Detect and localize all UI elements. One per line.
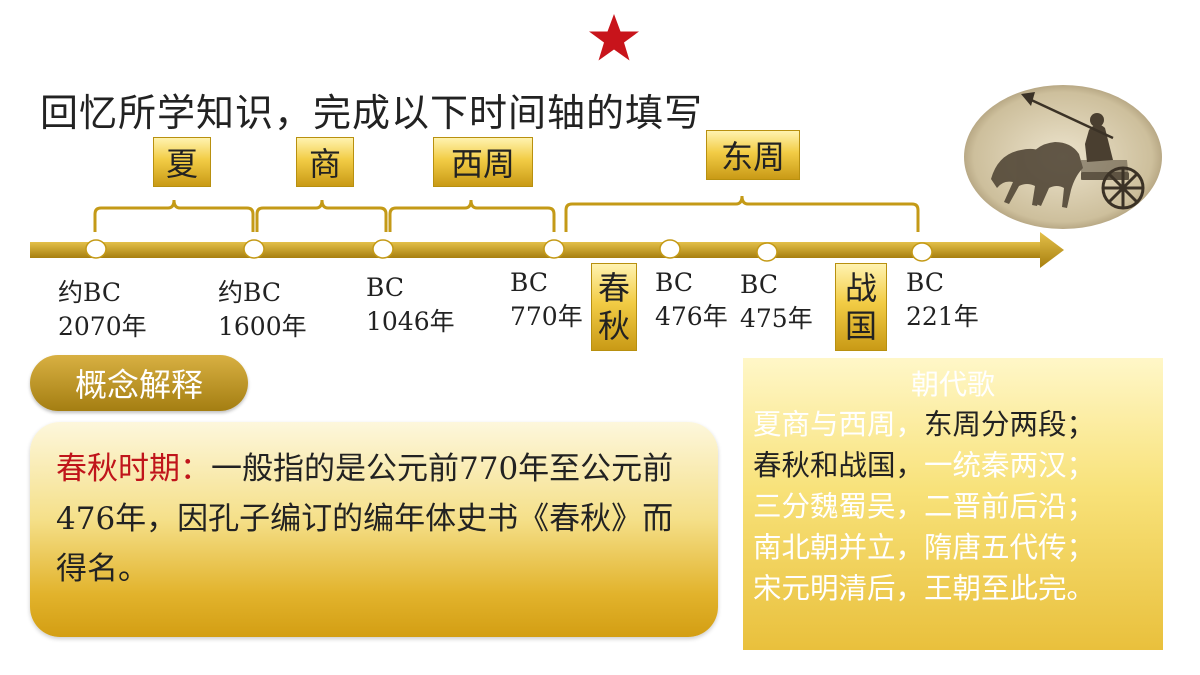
timeline-arrow-head (1040, 232, 1064, 268)
star-icon (589, 14, 639, 61)
dynasty-zhanguo: 战 国 (835, 263, 887, 351)
song-line: 三分魏蜀吴，二晋前后沿； (753, 486, 1163, 527)
song-line: 南北朝并立，隋唐五代传； (753, 527, 1163, 568)
dynasty-xia: 夏 (153, 137, 211, 187)
date-label-475: BC 475年 (740, 268, 813, 336)
concept-label: 概念解释 (30, 355, 248, 411)
date-line1: BC (655, 268, 693, 297)
date-line2: 1046年 (366, 307, 455, 336)
concept-card: 春秋时期：一般指的是公元前770年至公元前476年，因孔子编订的编年体史书《春秋… (30, 422, 718, 637)
date-line1: BC (740, 270, 778, 299)
song-line-part: 宋元明清后， (753, 572, 925, 605)
bracket-xia (93, 199, 255, 232)
dynasty-shang: 商 (296, 137, 354, 187)
chariot-illustration (964, 85, 1162, 229)
timeline-dot-221 (911, 242, 933, 262)
song-line: 春秋和战国，一统秦两汉； (753, 445, 1163, 486)
date-line2: 221年 (906, 302, 979, 331)
timeline-dot-2070 (85, 239, 107, 259)
date-label-770: BC 770年 (510, 266, 583, 334)
chunqiu-char-2: 秋 (597, 307, 630, 345)
concept-term: 春秋时期： (56, 451, 211, 487)
song-line-part: 王朝至此完。 (924, 572, 1096, 605)
dynasty-xizhou: 西周 (433, 137, 533, 187)
song-line: 夏商与西周，东周分两段； (753, 404, 1163, 445)
date-line2: 476年 (655, 302, 728, 331)
concept-text: 一般指的是公元前770年至公元前476年，因孔子编订的编年体史书《春秋》而得名。 (56, 451, 674, 587)
date-line2: 2070年 (58, 312, 147, 341)
zhanguo-char-1: 战 (844, 269, 877, 307)
timeline-dot-476 (659, 239, 681, 259)
date-line1: BC (906, 268, 944, 297)
song-line-part: 一统秦两汉； (924, 449, 1096, 482)
bracket-dongzhou (564, 195, 920, 232)
bracket-shang (255, 199, 388, 232)
song-title: 朝代歌 (910, 368, 995, 401)
song-line-part: 二晋前后沿； (924, 490, 1096, 523)
timeline-dot-770 (543, 239, 565, 259)
zhanguo-char-2: 国 (844, 307, 877, 345)
date-line2: 1600年 (218, 312, 307, 341)
song-line: 宋元明清后，王朝至此完。 (753, 568, 1163, 609)
song-line-part: 夏商与西周， (753, 408, 925, 441)
date-label-221: BC 221年 (906, 266, 979, 334)
date-line1: BC (366, 273, 404, 302)
date-line1: 约BC (218, 278, 281, 307)
song-line-part: 三分魏蜀吴， (753, 490, 925, 523)
timeline-axis (30, 242, 1045, 258)
timeline-dot-1600 (243, 239, 265, 259)
song-line-part: 东周分两段； (924, 408, 1096, 441)
date-label-476: BC 476年 (655, 266, 728, 334)
dynasty-chunqiu: 春 秋 (591, 263, 637, 351)
date-line2: 475年 (740, 304, 813, 333)
dynasty-song-card: 朝代歌 夏商与西周，东周分两段； 春秋和战国，一统秦两汉； 三分魏蜀吴，二晋前后… (743, 358, 1163, 650)
song-line-part: 南北朝并立， (753, 531, 925, 564)
date-line2: 770年 (510, 302, 583, 331)
timeline-dot-475 (756, 242, 778, 262)
dynasty-dongzhou: 东周 (706, 130, 800, 180)
song-line-part: 隋唐五代传； (924, 531, 1096, 564)
song-line-part: 春秋和战国， (753, 449, 925, 482)
date-label-2070: 约BC 2070年 (58, 276, 147, 344)
date-line1: 约BC (58, 278, 121, 307)
date-label-1600: 约BC 1600年 (218, 276, 307, 344)
date-label-1046: BC 1046年 (366, 271, 455, 339)
date-line1: BC (510, 268, 548, 297)
page-title: 回忆所学知识，完成以下时间轴的填写 (40, 91, 704, 135)
timeline-dot-1046 (372, 239, 394, 259)
bracket-xizhou (388, 199, 556, 232)
chunqiu-char-1: 春 (597, 269, 630, 307)
